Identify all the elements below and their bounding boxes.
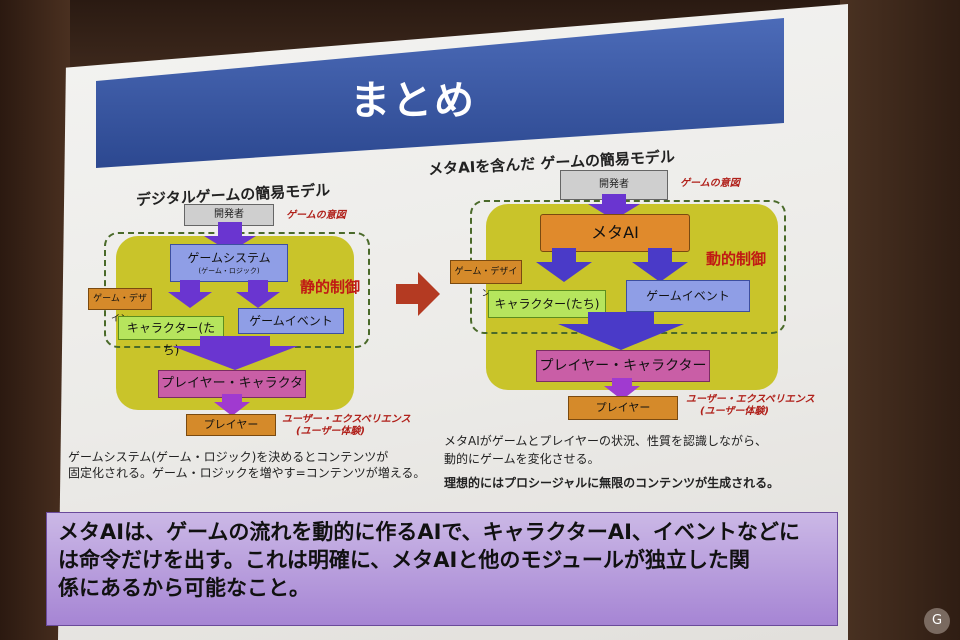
room-background-right	[840, 0, 960, 640]
left-game-logic-label: (ゲーム・ロジック)	[171, 266, 287, 276]
right-dynamic-control-label: 動的制御	[706, 248, 766, 269]
left-caption-line2: 固定化される。ゲーム・ロジックを増やす=コンテンツが増える。	[68, 464, 425, 481]
summary-text: メタAIは、ゲームの流れを動的に作るAIで、キャラクターAI、イベントなどに は…	[58, 518, 836, 602]
left-game-system-box: ゲームシステム (ゲーム・ロジック)	[170, 244, 288, 282]
left-user-experience-sub: (ユーザー体験)	[296, 422, 365, 437]
left-arrows-split	[160, 280, 300, 310]
right-game-design-box: ゲーム・デザイン	[450, 260, 522, 284]
right-caption-line3: 理想的にはプロシージャルに無限のコンテンツが生成される。	[444, 474, 779, 491]
summary-line3: 係にあるから可能なこと。	[58, 574, 836, 602]
summary-line2: は命令だけを出す。これは明確に、メタAIと他のモジュールが独立した関	[58, 546, 836, 574]
right-caption-line2: 動的にゲームを変化させる。	[444, 450, 600, 467]
left-static-control-label: 静的制御	[300, 276, 360, 297]
right-arrow-to-player-character	[556, 312, 686, 350]
left-intent-label: ゲームの意図	[286, 206, 346, 221]
left-arrow-to-player	[212, 394, 252, 416]
right-game-event-box: ゲームイベント	[626, 280, 750, 312]
watermark-logo-icon: G	[924, 608, 950, 634]
left-player-box: プレイヤー	[186, 414, 276, 436]
summary-line1: メタAIは、ゲームの流れを動的に作るAIで、キャラクターAI、イベントなどに	[58, 518, 836, 546]
left-arrow-to-player-character	[170, 336, 300, 370]
left-caption-line1: ゲームシステム(ゲーム・ロジック)を決めるとコンテンツが	[68, 448, 388, 465]
right-intent-label: ゲームの意図	[680, 174, 740, 189]
right-player-box: プレイヤー	[568, 396, 678, 420]
left-game-event-box: ゲームイベント	[238, 308, 344, 334]
slide-title: まとめ	[350, 68, 476, 126]
right-caption-line1: メタAIがゲームとプレイヤーの状況、性質を認識しながら、	[444, 432, 767, 449]
right-meta-ai-box: メタAI	[540, 214, 690, 252]
left-game-design-box: ゲーム・デザイン	[88, 288, 152, 310]
right-arrows-split	[530, 248, 700, 282]
right-user-experience-sub: (ユーザー体験)	[700, 402, 769, 417]
left-game-system-label: ゲームシステム	[171, 245, 287, 266]
transition-arrow	[396, 272, 440, 316]
